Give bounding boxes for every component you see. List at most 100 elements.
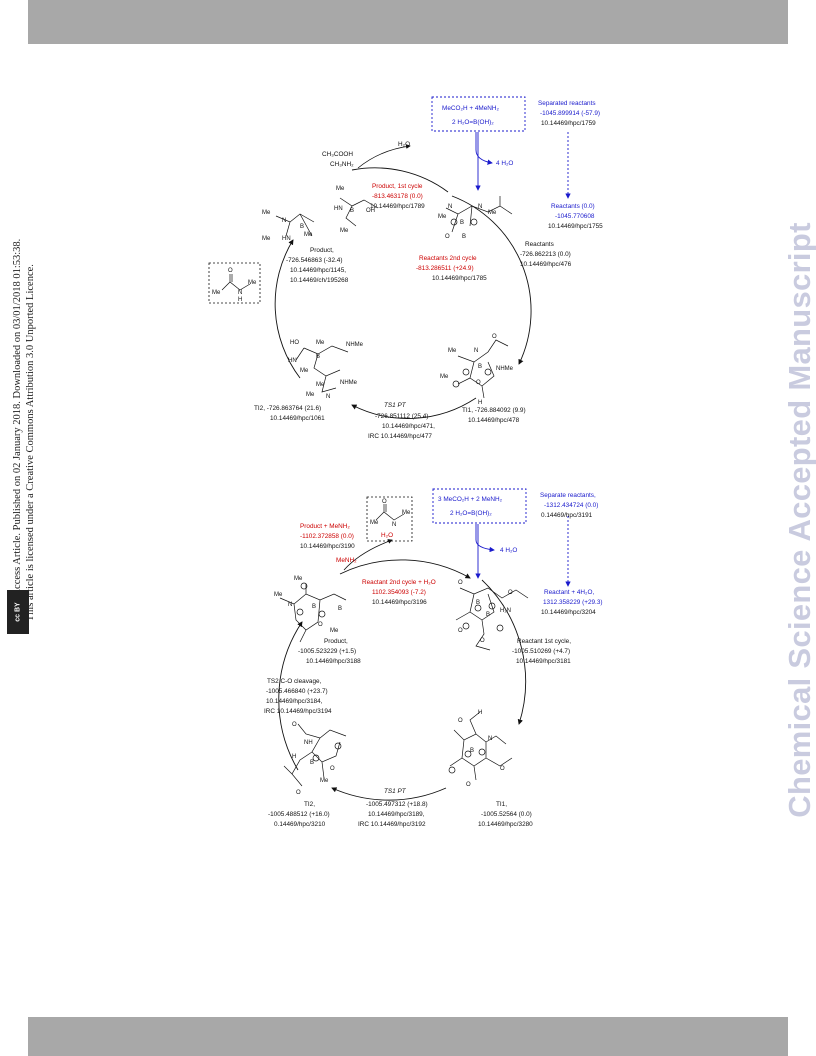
scheme1-box-line1: MeCO₂H + 4MeNH₂ — [442, 105, 500, 112]
scheme1-amide-o: O — [228, 268, 233, 274]
svg-text:B: B — [478, 364, 482, 370]
svg-text:B: B — [476, 600, 480, 606]
scheme2-ts1-doi1: 10.14469/hpc/3189, — [368, 811, 425, 818]
svg-text:B: B — [462, 234, 466, 240]
svg-text:N: N — [392, 522, 396, 528]
svg-text:Me: Me — [294, 576, 303, 582]
svg-text:NHMe: NHMe — [346, 342, 364, 348]
scheme1-ts1-title: TS1 PT — [384, 402, 407, 409]
scheme1-ts1-doi2: IRC 10.14469/hpc/477 — [368, 433, 432, 440]
svg-text:B: B — [310, 760, 314, 766]
svg-text:H: H — [478, 400, 482, 406]
svg-text:N: N — [326, 394, 330, 400]
scheme2-reactant4-title: Reactant + 4H₂O, — [544, 589, 594, 596]
scheme1-amide-me-left: Me — [212, 290, 221, 296]
svg-text:O: O — [480, 638, 485, 644]
scheme1-ti2: TI2, -726.863764 (21.6) — [254, 405, 321, 412]
svg-text:O: O — [292, 722, 297, 728]
scheme-1: MeCO₂H + 4MeNH₂ 2 H₂O=B(OH)₂ 4 H₂O Separ… — [208, 96, 603, 440]
svg-text:H₂N: H₂N — [500, 608, 511, 614]
scheme1-reactants2-doi: 10.14469/hpc/1785 — [432, 275, 487, 282]
scheme2-ti2: TI2, — [304, 801, 315, 808]
svg-text:B: B — [300, 224, 304, 230]
svg-text:HN: HN — [334, 206, 343, 212]
svg-text:B: B — [460, 220, 464, 226]
svg-text:OH: OH — [366, 208, 375, 214]
scheme1-reactants00-energy: -1045.770608 — [555, 213, 595, 220]
svg-text:O: O — [500, 766, 505, 772]
scheme1-product-title: Product, — [310, 247, 334, 254]
scheme2-reactant1-energy: -1005.510269 (+4.7) — [512, 648, 570, 655]
svg-text:Me: Me — [316, 340, 325, 346]
svg-text:O: O — [296, 790, 301, 796]
cycle-arc-top-2 — [339, 559, 471, 579]
svg-text:Me: Me — [340, 228, 349, 234]
svg-text:O: O — [458, 628, 463, 634]
svg-text:B: B — [316, 354, 320, 360]
svg-text:O: O — [458, 580, 463, 586]
scheme2-ts2-title: TS2 C-O cleavage, — [267, 678, 322, 685]
scheme1-acetate-l2: CH₃NH₂ — [330, 161, 354, 168]
scheme1-ts1-energy: -726.851112 (25.4) — [375, 413, 428, 420]
scheme2-separated-energy: -1312.434724 (0.0) — [544, 502, 598, 509]
scheme2-reactant4-doi: 10.14469/hpc/3204 — [541, 609, 596, 616]
svg-text:B: B — [486, 612, 490, 618]
scheme1-product1-title: Product, 1st cycle — [372, 183, 423, 190]
scheme1-amide-n: N — [238, 290, 242, 296]
scheme1-acetate-l1: CH₃COOH — [322, 151, 353, 158]
scheme2-box-line1: 3 MeCO₂H + 2 MeNH₂ — [438, 496, 503, 503]
svg-text:Me: Me — [448, 348, 457, 354]
scheme1-ts1-doi1: 10.14469/hpc/471, — [382, 423, 435, 430]
svg-text:N: N — [488, 736, 492, 742]
scheme1-box-line2: 2 H₂O=B(OH)₂ — [452, 119, 494, 126]
scheme2-amide-h2o: H₂O — [381, 532, 393, 539]
svg-text:Me: Me — [304, 232, 313, 238]
scheme2-structure-product — [279, 582, 347, 643]
scheme2-product-title: Product, — [324, 638, 348, 645]
scheme2-ts2-energy: -1005.466840 (+23.7) — [266, 688, 328, 695]
scheme2-structure-reactant — [455, 587, 529, 651]
svg-text:B: B — [312, 604, 316, 610]
svg-text:O: O — [318, 622, 323, 628]
scheme1-structure-left-top — [275, 213, 315, 237]
svg-text:N: N — [282, 218, 286, 224]
scheme2-ts1-doi2: IRC 10.14469/hpc/3192 — [358, 821, 426, 828]
cc-by-badge[interactable]: cc BY — [7, 590, 29, 634]
svg-text:Me: Me — [330, 628, 339, 634]
svg-text:N: N — [474, 348, 478, 354]
svg-text:Me: Me — [402, 510, 411, 516]
svg-text:Me: Me — [274, 592, 283, 598]
scheme-2: 3 MeCO₂H + 2 MeNH₂ 2 H₂O=B(OH)₂ 4 H₂O Se… — [264, 488, 603, 828]
scheme2-start-box — [432, 488, 527, 524]
svg-text:O: O — [330, 766, 335, 772]
svg-text:Me: Me — [438, 214, 447, 220]
scheme2-ti1-doi: 10.14469/hpc/3280 — [478, 821, 533, 828]
svg-text:B: B — [350, 208, 354, 214]
scheme2-separated-title: Separate reactants, — [540, 492, 596, 499]
svg-text:B: B — [338, 606, 342, 612]
svg-text:O: O — [445, 234, 450, 240]
svg-text:NHMe: NHMe — [340, 380, 358, 386]
scheme1-separated-title: Separated reactants — [538, 100, 596, 107]
scheme1-water-out: 4 H₂O — [496, 160, 513, 167]
svg-text:HN: HN — [288, 358, 297, 364]
scheme1-reactants-energy: -726.862213 (0.0) — [520, 251, 571, 258]
scheme1-structure-ti2 — [295, 345, 349, 393]
scheme2-water-out: 4 H₂O — [500, 547, 517, 554]
scheme2-ts1-title: TS1 PT — [384, 788, 407, 795]
scheme1-reactants00-doi: 10.14469/hpc/1755 — [548, 223, 603, 230]
scheme2-ti1-energy: -1005.52564 (0.0) — [481, 811, 532, 818]
svg-text:HO: HO — [290, 340, 299, 346]
svg-text:Me: Me — [370, 520, 379, 526]
svg-text:NH: NH — [304, 740, 313, 746]
scheme2-reactant1-title: Reactant 1st cycle, — [517, 638, 571, 645]
cycle-arc-bottom-2 — [331, 787, 447, 801]
scheme2-ti2-doi: 0.14469/hpc/3210 — [274, 821, 326, 828]
svg-text:N: N — [448, 204, 452, 210]
scheme1-reactants2-title: Reactants 2nd cycle — [419, 255, 477, 262]
scheme1-water-top: H₂O — [398, 141, 410, 148]
svg-text:HN: HN — [282, 236, 291, 242]
scheme2-amide-box — [366, 496, 413, 542]
scheme2-reactant4-energy: 1312.358229 (+29.3) — [543, 599, 603, 606]
scheme2-product-me-title: Product + MeNH₂ — [300, 523, 350, 530]
